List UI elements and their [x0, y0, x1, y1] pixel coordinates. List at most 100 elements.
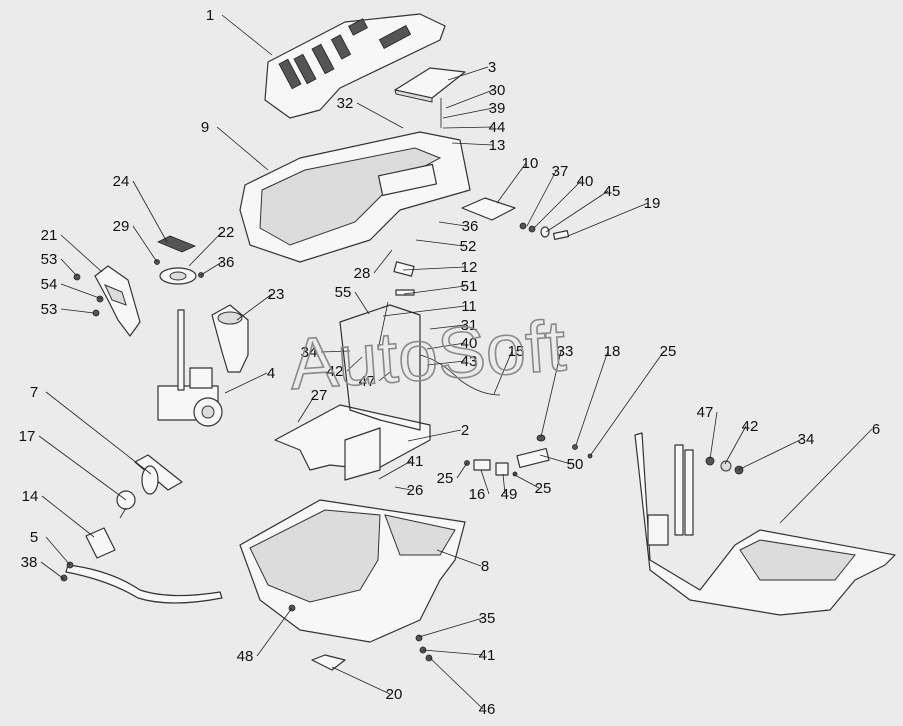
leader-line — [38, 435, 127, 501]
callout-label: 39 — [489, 100, 506, 117]
callout-label: 24 — [113, 173, 130, 190]
leader-line — [426, 342, 466, 350]
leader-line — [382, 305, 466, 317]
leader-line — [442, 107, 494, 119]
callout-label: 36 — [218, 254, 235, 271]
callout-label: 29 — [113, 218, 130, 235]
leader-line — [438, 221, 467, 227]
callout-label: 25 — [660, 343, 677, 360]
leader-line — [256, 607, 293, 657]
callout-label: 48 — [237, 648, 254, 665]
leader-line — [480, 469, 490, 495]
callout-label: 34 — [798, 431, 815, 448]
leader-line — [709, 411, 718, 460]
leader-line — [188, 231, 223, 267]
part-8-tray — [239, 499, 466, 643]
part-15-wire — [419, 354, 501, 396]
callout-label: 40 — [577, 173, 594, 190]
callout-label: 7 — [30, 384, 38, 401]
callout-label: 42 — [327, 363, 344, 380]
leader-line — [394, 486, 412, 491]
leader-line — [512, 473, 540, 489]
leader-line — [221, 14, 273, 56]
leader-line — [132, 225, 158, 263]
callout-label: 51 — [461, 278, 478, 295]
leader-line — [533, 180, 582, 229]
callout-label: 15 — [508, 343, 525, 360]
part-4-mechanism — [157, 309, 223, 427]
callout-label: 31 — [461, 317, 478, 334]
leader-line — [331, 666, 391, 695]
hardware-37-40-45-19 — [519, 222, 570, 240]
callout-label: 47 — [359, 373, 376, 390]
leader-line — [589, 350, 665, 457]
leader-line — [378, 371, 391, 382]
callout-label: 2 — [461, 422, 469, 439]
leader-line — [60, 258, 78, 277]
leader-line — [451, 142, 494, 146]
leader-line — [407, 429, 462, 442]
callout-label: 20 — [386, 686, 403, 703]
leader-line — [346, 356, 363, 372]
callout-label: 35 — [479, 610, 496, 627]
leader-line — [402, 266, 466, 271]
part-23-boot — [211, 304, 249, 373]
leader-line — [373, 249, 393, 274]
leader-line — [493, 350, 513, 395]
callout-label: 1 — [206, 7, 214, 24]
callout-label: 32 — [337, 95, 354, 112]
callout-label: 55 — [335, 284, 352, 301]
leader-line — [526, 170, 557, 227]
callout-label: 17 — [19, 428, 36, 445]
leader-line — [45, 536, 71, 566]
parts-20-35-41-46 — [311, 634, 433, 671]
callout-label: 30 — [489, 82, 506, 99]
leader-line — [354, 291, 370, 315]
callout-label: 21 — [41, 227, 58, 244]
callout-label: 53 — [41, 301, 58, 318]
callout-label: 13 — [489, 137, 506, 154]
leader-line — [40, 561, 65, 580]
callout-label: 25 — [535, 480, 552, 497]
callout-label: 34 — [301, 344, 318, 361]
callout-label: 40 — [461, 335, 478, 352]
callout-label: 54 — [41, 276, 58, 293]
leader-line — [403, 285, 466, 295]
callout-label: 5 — [30, 529, 38, 546]
callout-label: 41 — [407, 453, 424, 470]
callout-label: 41 — [479, 647, 496, 664]
callout-label: 37 — [552, 163, 569, 180]
leader-line — [216, 126, 269, 171]
callout-label: 27 — [311, 387, 328, 404]
leader-line — [540, 350, 562, 438]
leader-line — [779, 428, 873, 524]
callout-label: 47 — [697, 404, 714, 421]
leader-line — [422, 649, 484, 656]
leader-line — [418, 617, 484, 638]
leader-line — [132, 180, 168, 243]
callout-label: 11 — [461, 298, 477, 315]
leader-line — [545, 190, 609, 233]
callout-label: 52 — [460, 238, 477, 255]
callout-label: 8 — [481, 558, 489, 575]
leader-line — [436, 549, 482, 567]
callout-label: 12 — [461, 259, 478, 276]
part-6-frame — [634, 432, 896, 616]
callout-label: 9 — [201, 119, 209, 136]
callout-label: 19 — [644, 195, 661, 212]
callout-label: 33 — [557, 343, 574, 360]
part-5-rod — [60, 561, 223, 604]
callout-label: 44 — [489, 119, 506, 136]
part-1-switch-panel — [264, 13, 446, 119]
callout-label: 3 — [488, 59, 496, 76]
leader-line — [539, 454, 572, 465]
callout-label: 28 — [354, 265, 371, 282]
callout-label: 42 — [742, 418, 759, 435]
leader-line — [60, 308, 95, 314]
callout-label: 4 — [267, 365, 275, 382]
part-2-bracket — [274, 261, 431, 481]
callout-label: 45 — [604, 183, 621, 200]
leader-line — [378, 460, 412, 480]
